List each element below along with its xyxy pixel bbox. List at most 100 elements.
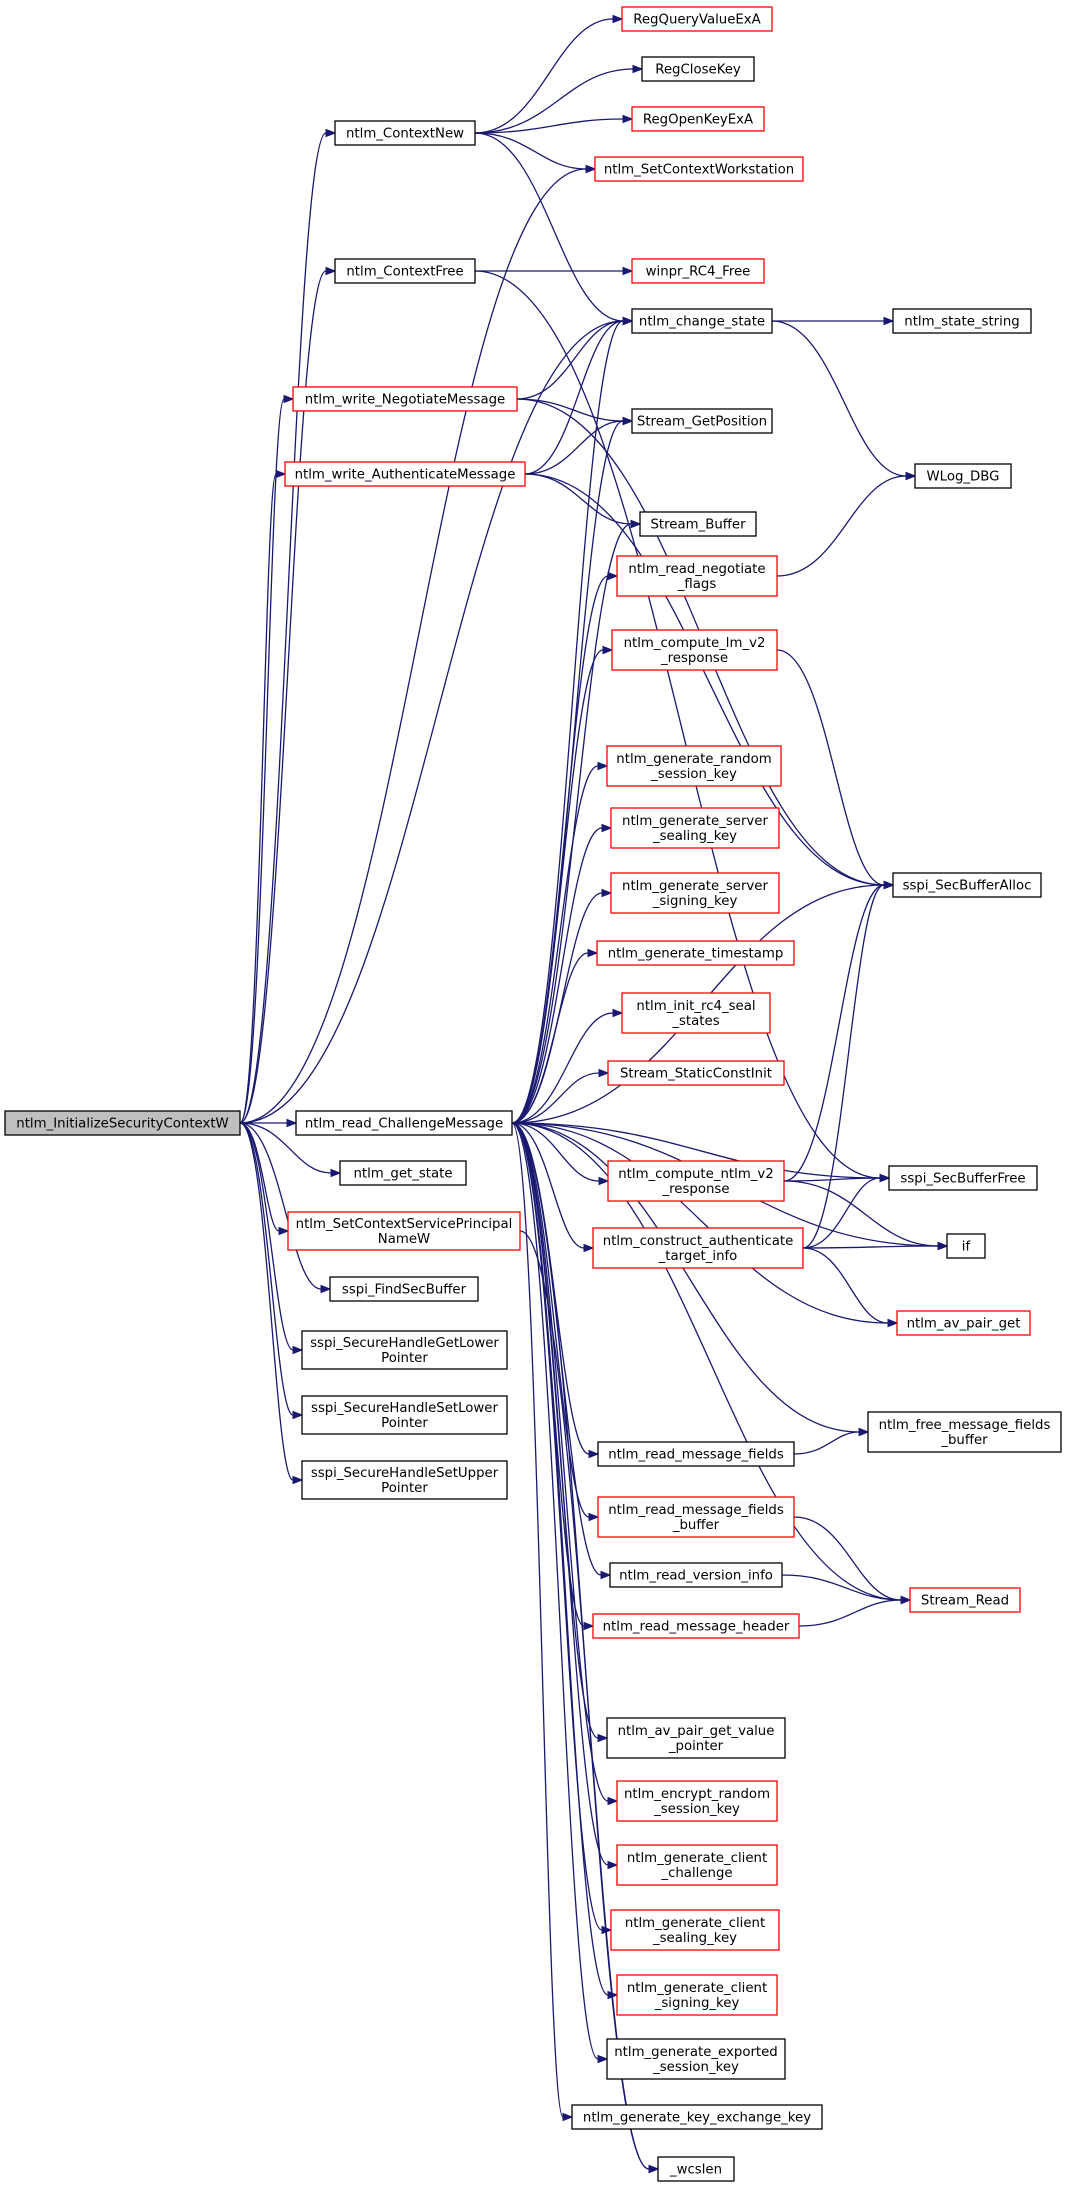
node-winpr-rc4-free[interactable]: winpr_RC4_Free: [631, 258, 765, 284]
node-ntlm-generate-key-exchange-key[interactable]: ntlm_generate_key_exchange_key: [571, 2104, 823, 2130]
node-stream-buffer[interactable]: Stream_Buffer: [639, 511, 757, 537]
edge-line: [798, 1599, 902, 1627]
node-ntlm-write-negotiatemessage[interactable]: ntlm_write_NegotiateMessage: [292, 386, 518, 412]
node-label: ntlm_read_version_info: [619, 1569, 773, 1584]
edge-line: [474, 18, 614, 134]
node-box: [631, 408, 773, 434]
node-box: [334, 258, 476, 284]
node-ntlm-av-pair-get-value-pointer[interactable]: ntlm_av_pair_get_value_pointer: [606, 1717, 786, 1759]
node-ntlm-generate-exported-session-key[interactable]: ntlm_generate_exported_session_key: [606, 2038, 786, 2080]
node-ntlm-generate-client-signing-key[interactable]: ntlm_generate_client_signing_key: [616, 1974, 778, 2016]
node-regclosekey[interactable]: RegCloseKey: [641, 56, 755, 82]
node-ntlm-setcontextworkstation[interactable]: ntlm_SetContextWorkstation: [594, 156, 804, 182]
node-label: ntlm_ContextFree: [346, 265, 463, 280]
edge-arrowhead: [601, 823, 613, 833]
edge-line: [511, 952, 589, 1124]
edge-readChal-to-lmv2: [511, 645, 614, 1124]
node-ntlm-state-string[interactable]: ntlm_state_string: [892, 308, 1032, 334]
node-ntlm-read-version-info[interactable]: ntlm_read_version_info: [609, 1562, 783, 1588]
node-box: [892, 308, 1032, 334]
node-box: [909, 1587, 1021, 1613]
edge-arrowhead: [602, 645, 614, 655]
node-label-line: _buffer: [940, 1433, 988, 1448]
node-ntlm-compute-lm-v2-response[interactable]: ntlm_compute_lm_v2_response: [611, 629, 778, 671]
node-ntlm-generate-client-challenge[interactable]: ntlm_generate_client_challenge: [616, 1844, 778, 1886]
edge-line: [511, 1122, 603, 1931]
node-ntlm-read-message-header[interactable]: ntlm_read_message_header: [592, 1613, 800, 1639]
node-label: ntlm_InitializeSecurityContextW: [16, 1117, 228, 1132]
node-box: [610, 1909, 780, 1951]
node-ntlm-generate-timestamp[interactable]: ntlm_generate_timestamp: [596, 940, 795, 966]
node-label-line: ntlm_generate_random: [616, 752, 771, 767]
edge-line: [511, 1122, 902, 1601]
node-label: ntlm_generate_key_exchange_key: [583, 2111, 811, 2126]
node-if[interactable]: if: [946, 1233, 986, 1259]
node-ntlm-encrypt-random-session-key[interactable]: ntlm_encrypt_random_session_key: [616, 1780, 778, 1822]
node-ntlm-generate-random-session-key[interactable]: ntlm_generate_random_session_key: [606, 745, 782, 787]
node-ntlm-av-pair-get[interactable]: ntlm_av_pair_get: [896, 1310, 1031, 1336]
node-ntlm-contextfree[interactable]: ntlm_ContextFree: [334, 258, 476, 284]
node-ntlm-initializesecuritycontextw[interactable]: ntlm_InitializeSecurityContextW: [4, 1110, 241, 1136]
node-ntlm-generate-client-sealing-key[interactable]: ntlm_generate_client_sealing_key: [610, 1909, 780, 1951]
edge-line: [511, 827, 603, 1124]
node-sspi-findsecbuffer[interactable]: sspi_FindSecBuffer: [329, 1276, 479, 1302]
node-label-line: ntlm_generate_client: [627, 1851, 767, 1866]
node-sspi-secbufferfree[interactable]: sspi_SecBufferFree: [888, 1165, 1038, 1191]
node-box: [892, 872, 1042, 898]
edge-line: [239, 132, 327, 1124]
node-ntlm-read-challengemessage[interactable]: ntlm_read_ChallengeMessage: [295, 1110, 513, 1136]
edge-line: [524, 473, 632, 525]
node-label: ntlm_av_pair_get: [907, 1317, 1021, 1332]
edge-line: [783, 1177, 881, 1182]
edge-arrowhead: [622, 316, 634, 326]
edge-line: [511, 1122, 564, 2118]
node-box: [592, 1613, 800, 1639]
edge-arrowhead: [622, 266, 634, 276]
node-ntlm-generate-server-signing-key[interactable]: ntlm_generate_server_signing_key: [610, 872, 780, 914]
node-ntlm-read-negotiate-flags[interactable]: ntlm_read_negotiate_flags: [616, 555, 778, 597]
node-regopenkeyexa[interactable]: RegOpenKeyExA: [631, 106, 765, 132]
edge-arrowhead: [937, 1241, 949, 1251]
node-ntlm-write-authenticatemessage[interactable]: ntlm_write_AuthenticateMessage: [284, 461, 526, 487]
edge-line: [474, 118, 624, 134]
node-stream-getposition[interactable]: Stream_GetPosition: [631, 408, 773, 434]
edge-arrowhead: [283, 394, 295, 404]
node-sspi-secbufferalloc[interactable]: sspi_SecBufferAlloc: [892, 872, 1042, 898]
edge-line: [239, 398, 285, 1124]
node-ntlm-change-state[interactable]: ntlm_change_state: [631, 308, 773, 334]
node-label-line: _states: [671, 1014, 719, 1029]
node-ntlm-init-rc4-seal-states[interactable]: ntlm_init_rc4_seal_states: [621, 992, 771, 1034]
node-label-line: _signing_key: [654, 1996, 740, 2011]
edge-ContextFree-to-secFree: [474, 270, 891, 1183]
node-ntlm-compute-ntlm-v2-response[interactable]: ntlm_compute_ntlm_v2_response: [607, 1160, 785, 1202]
edge-root-to-setUpper: [239, 1122, 304, 1485]
edge-line: [239, 1122, 322, 1290]
edge-line: [783, 884, 885, 1182]
node-stream-staticconstinit[interactable]: Stream_StaticConstInit: [607, 1060, 785, 1086]
node-label: ntlm_state_string: [904, 315, 1019, 330]
function-nodes: ntlm_InitializeSecurityContextW ntlm_Cont…: [4, 6, 1062, 2182]
node-ntlm-read-message-fields-buffer[interactable]: ntlm_read_message_fields_buffer: [597, 1496, 795, 1538]
node-ntlm-construct-authenticate-target-info[interactable]: ntlm_construct_authenticate_target_info: [592, 1227, 804, 1269]
node-box: [631, 106, 765, 132]
node-ntlm-contextnew[interactable]: ntlm_ContextNew: [334, 120, 476, 146]
node-ntlm-read-message-fields[interactable]: ntlm_read_message_fields: [597, 1441, 795, 1467]
node-label-line: _flags: [677, 577, 717, 592]
node-label: ntlm_read_message_header: [603, 1620, 790, 1635]
node-stream-read[interactable]: Stream_Read: [909, 1587, 1021, 1613]
node-regqueryvalueexa[interactable]: RegQueryValueExA: [621, 6, 773, 32]
edge-line: [524, 420, 624, 475]
edge-constructAuth-to-if: [802, 1241, 949, 1251]
node-wlog-dbg[interactable]: WLog_DBG: [914, 463, 1012, 489]
edge-arrowhead: [292, 1410, 304, 1420]
node-label-line: ntlm_generate_client: [627, 1981, 767, 1996]
node-wcslen[interactable]: _wcslen: [657, 2156, 735, 2182]
edge-line: [239, 320, 624, 1124]
node-ntlm-free-message-fields-buffer[interactable]: ntlm_free_message_fields_buffer: [867, 1411, 1062, 1453]
node-ntlm-get-state[interactable]: ntlm_get_state: [339, 1160, 467, 1186]
node-ntlm-generate-server-sealing-key[interactable]: ntlm_generate_server_sealing_key: [610, 807, 780, 849]
